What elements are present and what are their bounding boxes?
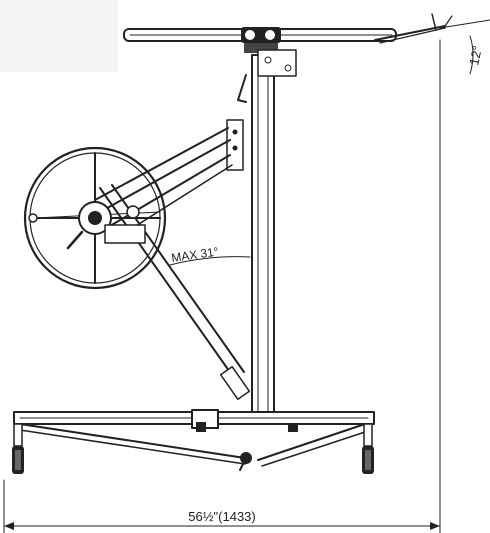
base-frame xyxy=(13,409,375,471)
support-strut xyxy=(99,184,251,401)
caster-right xyxy=(362,423,374,474)
boom-arms xyxy=(94,127,233,237)
top-cradle xyxy=(123,13,453,53)
tilt-angle-indicator: 12° xyxy=(439,19,490,75)
max-angle-indicator: MAX 31° xyxy=(169,244,251,266)
mast xyxy=(226,49,297,421)
tilt-angle-label: 12° xyxy=(466,44,485,66)
caster-left xyxy=(12,423,24,474)
scan-shade xyxy=(0,0,118,72)
winch-wheel xyxy=(23,146,167,290)
width-dimension: 56½"(1433) xyxy=(3,39,441,533)
max-angle-label: MAX 31° xyxy=(170,244,219,265)
base-width-label: 56½"(1433) xyxy=(188,509,256,524)
